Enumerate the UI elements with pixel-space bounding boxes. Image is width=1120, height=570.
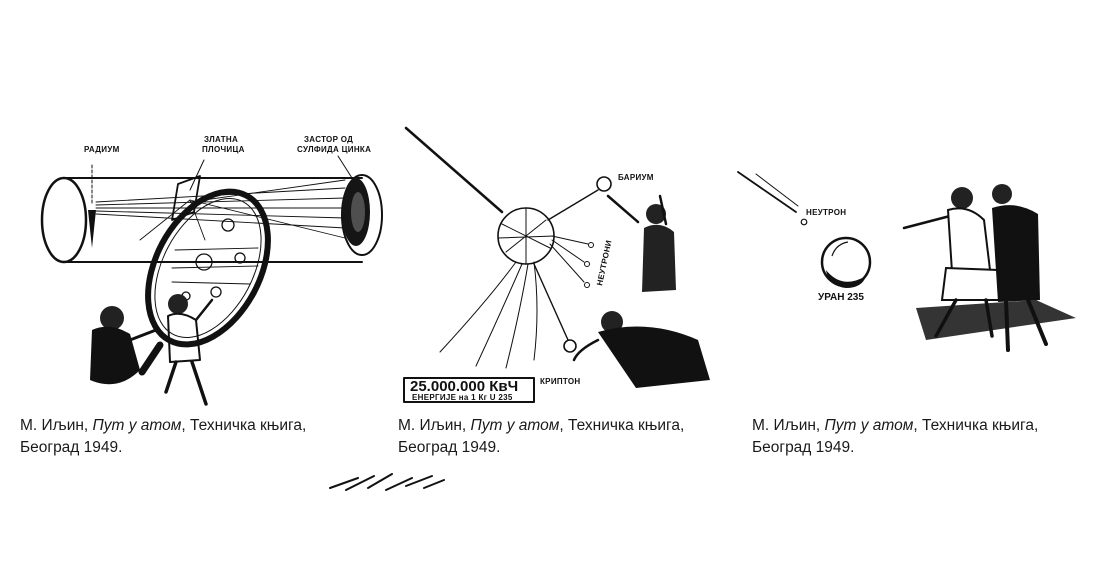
vacuum-tube <box>40 174 383 264</box>
caption-author: М. Иљин, <box>20 417 93 434</box>
caption-publisher: , Техничка књига, <box>559 417 685 434</box>
gold-foil <box>171 159 205 221</box>
caption-panel-2: М. Иљин, Пут у атом, Техничка књига, Бео… <box>398 415 728 459</box>
caption-author: М. Иљин, <box>398 417 471 434</box>
caption-title: Пут у атом <box>824 417 914 434</box>
children-figures <box>572 194 710 388</box>
label-gold-foil-line2: ПЛОЧИЦА <box>202 145 245 154</box>
caption-title: Пут у атом <box>470 417 560 434</box>
caption-place-year: Београд 1949. <box>398 439 501 456</box>
illustration-panel-uranium: НЕУТРОН УРАН 235 М. Иљин, Пут у атом, Те… <box>736 0 1106 456</box>
label-screen-line1: ЗАСТОР ОД <box>304 135 353 144</box>
children-figures <box>90 294 214 406</box>
label-barium: БАРИУМ <box>618 173 654 182</box>
label-krypton: КРИПТОН <box>540 377 581 386</box>
caption-panel-3: М. Иљин, Пут у атом, Техничка књига, Бео… <box>752 415 1102 459</box>
caption-author: М. Иљин, <box>752 417 825 434</box>
caption-publisher: , Техничка књига, <box>181 417 307 434</box>
uranium-235-nucleus <box>820 236 872 288</box>
label-uranium-235: УРАН 235 <box>818 292 864 303</box>
radium-source <box>88 164 96 248</box>
rutherford-drawing: РАДИУМ ЗЛАТНА ПЛОЧИЦА ЗАСТОР ОД СУЛФИДА … <box>40 135 383 406</box>
energy-box <box>403 377 535 403</box>
label-radium: РАДИУМ <box>84 145 120 154</box>
label-gold-foil-line1: ЗЛАТНА <box>204 135 238 144</box>
incoming-neutron-trail <box>404 126 504 214</box>
caption-panel-1: М. Иљин, Пут у атом, Техничка књига, Бео… <box>20 415 360 459</box>
caption-place-year: Београд 1949. <box>752 439 855 456</box>
fission-burst <box>439 207 555 369</box>
neutron-trail <box>737 171 808 226</box>
emitted-neutrons <box>549 235 594 288</box>
magnifying-glass <box>138 188 271 376</box>
illustration-panel-fission: 25.000.000 КвЧ ЕНЕРГИЈЕ на 1 Кг U 235 БА… <box>398 0 738 456</box>
barium-particle <box>547 176 612 221</box>
krypton-particle <box>533 263 577 353</box>
caption-title: Пут у атом <box>92 417 182 434</box>
decorative-ink-strokes <box>329 473 445 491</box>
caption-place-year: Београд 1949. <box>20 439 123 456</box>
illustration-panel-rutherford: РАДИУМ ЗЛАТНА ПЛОЧИЦА ЗАСТОР ОД СУЛФИДА … <box>0 0 400 456</box>
label-neutron: НЕУТРОН <box>806 208 846 217</box>
zinc-sulfide-screen <box>342 178 370 246</box>
uranium-drawing: НЕУТРОН УРАН 235 <box>737 171 1076 352</box>
children-figures <box>902 184 1076 352</box>
caption-publisher: , Техничка књига, <box>913 417 1039 434</box>
label-energy-desc: ЕНЕРГИЈЕ на 1 Кг U 235 <box>412 393 513 402</box>
label-neutrons: НЕУТРОНИ <box>595 239 613 286</box>
fission-drawing: 25.000.000 КвЧ ЕНЕРГИЈЕ на 1 Кг U 235 БА… <box>403 126 710 403</box>
label-energy-value: 25.000.000 КвЧ <box>410 378 518 395</box>
alpha-ray-beam <box>95 179 346 241</box>
label-screen-line2: СУЛФИДА ЦИНКА <box>297 145 371 154</box>
